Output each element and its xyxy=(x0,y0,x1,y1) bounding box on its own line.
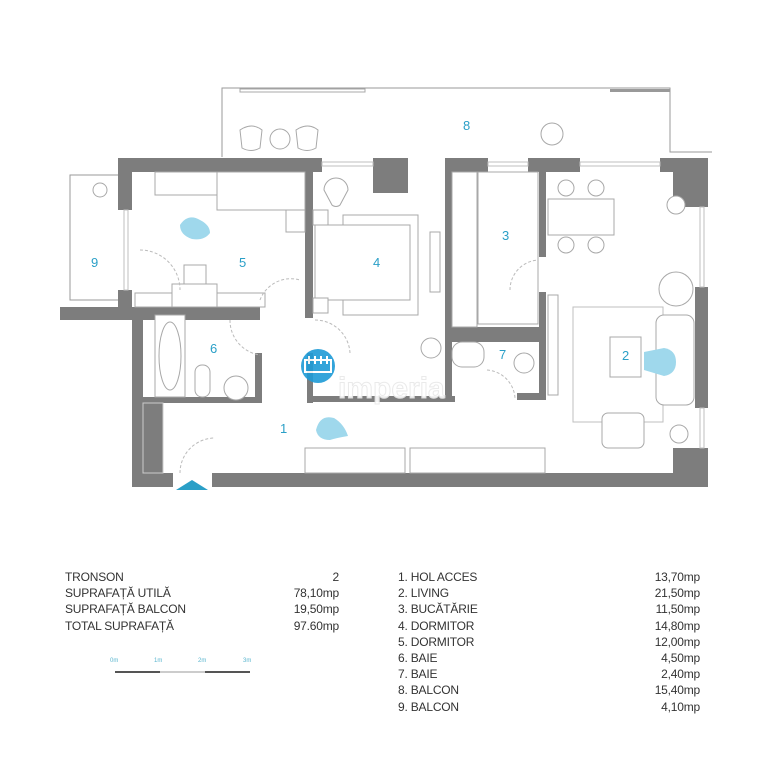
furniture xyxy=(134,171,695,474)
room-area-value: 15,40mp xyxy=(654,683,701,698)
summary-row: SUPRAFAȚĂ BALCON 19,50mp xyxy=(65,601,339,617)
room-area-value: 12,00mp xyxy=(654,634,701,649)
scale-tick-label: 2m xyxy=(198,658,207,664)
room-areas-table: 1. HOL ACCES 13,70mp 2. LIVING 21,50mp 3. … xyxy=(398,569,700,715)
room-area-row: 2. LIVING 21,50mp xyxy=(398,585,700,601)
room-area-label: 7. BAIE xyxy=(398,667,438,682)
room-area-label: 2. LIVING xyxy=(398,586,449,601)
room-area-value: 4,50mp xyxy=(661,651,700,666)
walls xyxy=(60,158,708,487)
watermark-logo: imperia xyxy=(301,349,446,406)
room-area-row: 5. DORMITOR 12,00mp xyxy=(398,634,700,650)
room-area-value: 2,40mp xyxy=(661,667,700,682)
summary-label: SUPRAFAȚĂ BALCON xyxy=(65,602,186,617)
room-label-2: 2 xyxy=(622,348,629,363)
scale-tick-label: 3m xyxy=(243,658,252,664)
room-area-value: 14,80mp xyxy=(654,618,701,633)
summary-value: 19,50mp xyxy=(293,602,340,617)
room-label-3: 3 xyxy=(502,228,509,243)
room-area-label: 1. HOL ACCES xyxy=(398,570,478,584)
room-area-row: 4. DORMITOR 14,80mp xyxy=(398,618,700,634)
room-area-row: 6. BAIE 4,50mp xyxy=(398,650,700,666)
person-figure xyxy=(644,348,676,376)
windows xyxy=(123,161,705,449)
scale-segment xyxy=(160,671,205,673)
floor-plan: imperia 8 9 5 4 3 2 6 7 1 xyxy=(60,87,712,490)
balcony-9 xyxy=(69,174,118,301)
room-area-label: 3. BUCĂTĂRIE xyxy=(398,602,478,617)
summary-label: SUPRAFAȚĂ UTILĂ xyxy=(65,586,171,601)
person-figure xyxy=(316,417,348,440)
room-area-row: 9. BALCON 4,10mp xyxy=(398,699,700,715)
room-label-5: 5 xyxy=(239,255,246,270)
room-area-value: 11,50mp xyxy=(655,602,701,617)
scale-tick-label: 1m xyxy=(154,658,163,664)
balcony-8 xyxy=(221,87,712,157)
scale-segment xyxy=(115,671,160,673)
summary-row: TOTAL SUPRAFAȚĂ 97.60mp xyxy=(65,618,339,634)
person-figure xyxy=(180,217,210,240)
room-label-9: 9 xyxy=(91,255,98,270)
scale-segment xyxy=(205,671,250,673)
summary-value: 78,10mp xyxy=(293,586,340,601)
summary-value: 2 xyxy=(332,570,340,584)
room-area-value: 13,70mp xyxy=(654,570,701,584)
room-area-label: 8. BALCON xyxy=(398,683,459,698)
room-label-1: 1 xyxy=(280,421,287,436)
entrance-arrow-icon xyxy=(176,480,208,490)
summary-value: 97.60mp xyxy=(293,618,340,633)
summary-table: TRONSON 2 SUPRAFAȚĂ UTILĂ 78,10mp SUPRAFAȚ… xyxy=(65,569,339,634)
summary-row: TRONSON 2 xyxy=(65,569,339,585)
room-area-row: 3. BUCĂTĂRIE 11,50mp xyxy=(398,601,700,617)
room-area-label: 5. DORMITOR xyxy=(398,634,475,649)
room-area-label: 9. BALCON xyxy=(398,699,459,714)
summary-label: TOTAL SUPRAFAȚĂ xyxy=(65,618,174,633)
scale-tick-label: 0m xyxy=(110,658,119,664)
room-area-row: 1. HOL ACCES 13,70mp xyxy=(398,569,700,585)
room-area-value: 21,50mp xyxy=(654,586,701,601)
room-area-row: 7. BAIE 2,40mp xyxy=(398,666,700,682)
svg-text:imperia: imperia xyxy=(338,372,445,405)
room-label-6: 6 xyxy=(210,341,217,356)
room-label-7: 7 xyxy=(499,347,506,362)
room-area-value: 4,10mp xyxy=(661,699,700,714)
summary-label: TRONSON xyxy=(65,570,124,584)
room-label-4: 4 xyxy=(373,255,380,270)
room-label-8: 8 xyxy=(463,118,470,133)
room-area-row: 8. BALCON 15,40mp xyxy=(398,682,700,698)
summary-row: SUPRAFAȚĂ UTILĂ 78,10mp xyxy=(65,585,339,601)
room-area-label: 4. DORMITOR xyxy=(398,618,475,633)
room-area-label: 6. BAIE xyxy=(398,651,438,666)
scale-bar: 0m 1m 2m 3m xyxy=(110,658,260,678)
